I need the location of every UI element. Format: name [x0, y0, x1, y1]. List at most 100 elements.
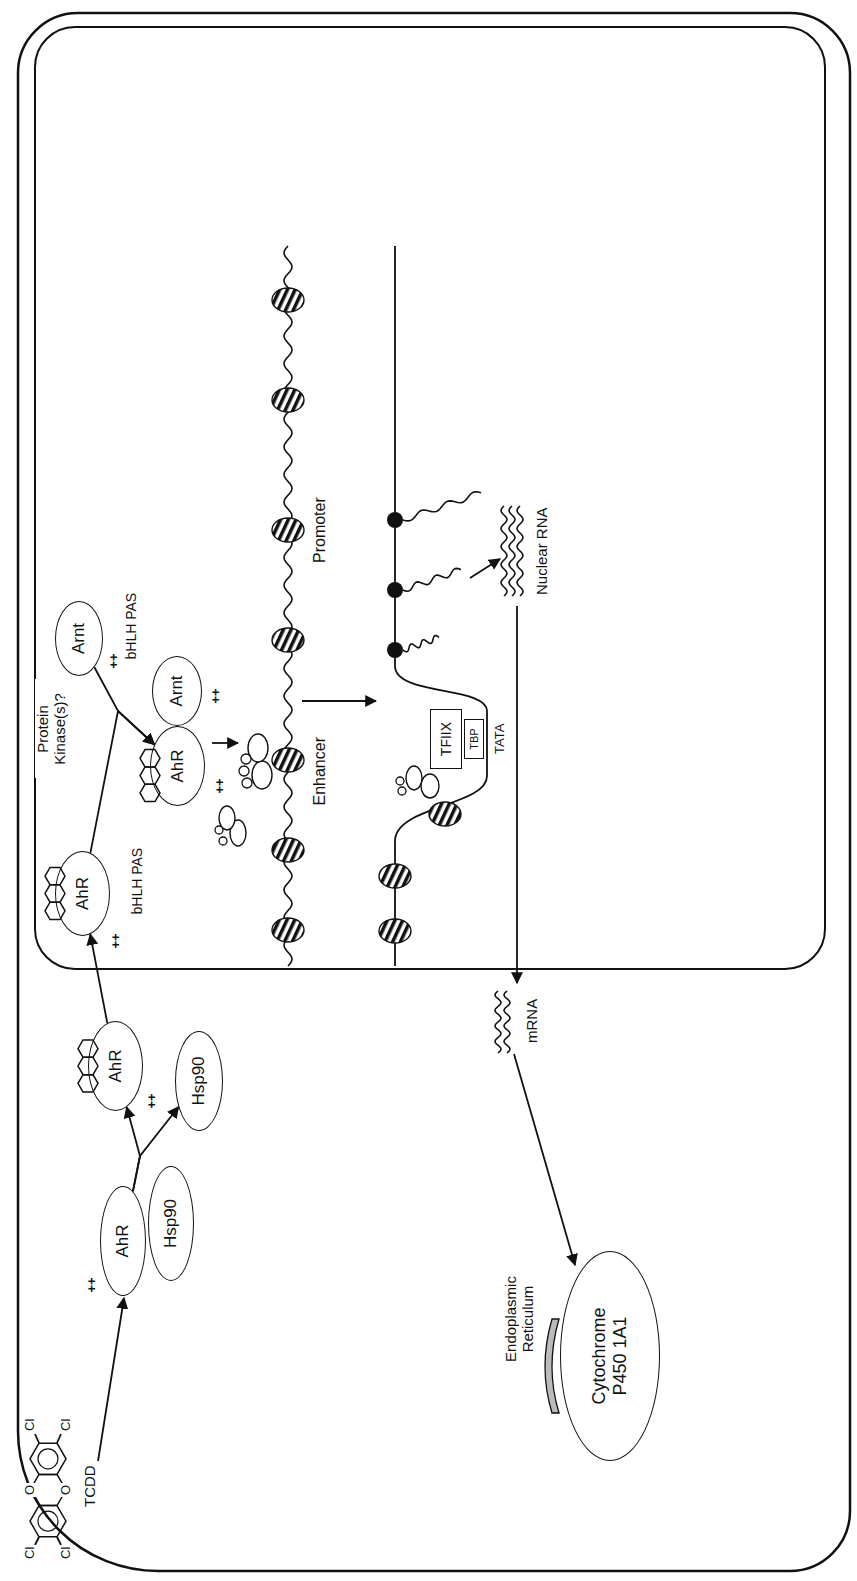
arrow-line: [470, 559, 500, 578]
connector-arrow: [127, 1107, 140, 1191]
er-membrane: [545, 1319, 559, 1413]
dna-strand: [395, 246, 487, 966]
connector-arrow: [133, 1107, 179, 1191]
protein-bead: [242, 778, 252, 788]
region-label: Enhancer: [311, 735, 329, 808]
node-text: AhR: [73, 877, 93, 910]
charge-mark: ++: [145, 1091, 160, 1110]
protein-blob: [421, 774, 439, 798]
rna-strand: [403, 492, 481, 521]
chaperone-oval: Hsp90: [175, 1031, 223, 1131]
rna-strand: [509, 506, 515, 596]
text-stack: Arnt: [69, 623, 89, 654]
nucleosome: [272, 628, 304, 652]
text-stack: TFIIX: [438, 722, 454, 756]
cell-membrane: [18, 13, 850, 1571]
nucleosome: [272, 288, 304, 312]
protein-blob: [252, 761, 272, 789]
atom-label: Cl: [59, 1417, 74, 1433]
rna-strand: [504, 991, 510, 1053]
node-text: Cytochrome P450 1A1: [589, 1296, 630, 1416]
protein-blob: [406, 766, 422, 790]
polymerase-dot: [387, 642, 403, 658]
ligand-ring: [140, 784, 160, 801]
text-stack: Hsp90: [189, 1056, 209, 1105]
organelle-label: Endoplasmic Reticulum: [503, 1262, 537, 1376]
node-text: AhR: [106, 1049, 126, 1082]
rna-strand: [495, 991, 501, 1053]
charge-mark: ++: [109, 931, 124, 950]
partner-oval: Arnt: [152, 656, 202, 726]
receptor-oval: AhR: [88, 1021, 143, 1111]
text-stack: TBP: [468, 728, 481, 749]
text-stack: AhR: [113, 1224, 133, 1257]
charge-mark: ++: [213, 776, 228, 795]
rna-strand: [403, 636, 439, 652]
rna-strand: [517, 506, 523, 596]
rna-label: Nuclear RNA: [534, 505, 551, 597]
protein-bead: [219, 837, 227, 845]
atom-label: Cl: [59, 1545, 74, 1561]
receptor-oval: AhR: [150, 726, 205, 806]
node-text: Arnt: [167, 675, 187, 706]
nucleosome: [272, 838, 304, 862]
arrow-line: [212, 742, 238, 744]
region-label: Promoter: [311, 495, 329, 565]
charge-mark: ++: [85, 1275, 100, 1294]
node-text: AhR: [113, 1224, 133, 1257]
bond-line: [35, 1434, 39, 1443]
partner-oval: Arnt: [55, 601, 103, 676]
nucleosome: [272, 518, 304, 542]
aromatic-circle: [38, 1511, 58, 1531]
text-stack: AhR: [168, 749, 188, 782]
atom-label: Cl: [23, 1545, 38, 1561]
atom-label: Cl: [23, 1417, 38, 1433]
node-text: Arnt: [69, 623, 89, 654]
arrow-line: [302, 700, 376, 702]
domain-label: bHLH PAS: [130, 846, 146, 917]
chaperone-oval: Hsp90: [148, 1166, 194, 1281]
rna-label: mRNA: [524, 997, 541, 1045]
domain-label: bHLH PAS: [124, 591, 140, 662]
aromatic-circle: [38, 1449, 58, 1469]
compound-label: TCDD: [82, 1463, 99, 1509]
factor-box: TFIIX: [430, 709, 462, 769]
enzyme-oval: Cytochrome P450 1A1: [560, 1251, 660, 1461]
enzyme-label: Protein Kinase(s)?: [35, 680, 69, 779]
connector-arrow: [94, 667, 154, 744]
nuclear-envelope: [35, 27, 825, 969]
protein-bead: [398, 787, 406, 795]
protein-bead: [241, 754, 251, 764]
nucleosome: [379, 919, 411, 943]
node-text: AhR: [168, 749, 188, 782]
node-text: TBP: [468, 728, 481, 749]
connector-arrow: [90, 934, 107, 1023]
text-stack: Arnt: [167, 675, 187, 706]
atom-label: O: [23, 1483, 38, 1497]
export-arrow: [516, 606, 518, 983]
binding-arrow: [98, 1298, 124, 1461]
atom-label: O: [59, 1483, 74, 1497]
translation-arrow: [514, 1054, 575, 1265]
connector-arrow: [90, 711, 154, 853]
bond-line: [57, 1434, 61, 1443]
protein-bead: [396, 777, 404, 785]
factor-box: TBP: [464, 719, 484, 759]
benzene-ring: [30, 1506, 66, 1537]
polymerase-dot: [387, 582, 403, 598]
region-label: TATA: [493, 722, 508, 756]
text-stack: Hsp90: [161, 1199, 181, 1248]
charge-mark: ++: [107, 651, 122, 670]
benzene-ring: [30, 1443, 66, 1474]
protein-bead: [215, 826, 223, 834]
rna-strand: [403, 568, 461, 591]
polymerase-dot: [387, 512, 403, 528]
nucleosome: [429, 802, 461, 826]
node-text: Hsp90: [189, 1056, 209, 1105]
protein-bead: [239, 766, 249, 776]
charge-mark: ++: [209, 686, 224, 705]
text-stack: AhR: [106, 1049, 126, 1082]
rna-strand: [501, 506, 507, 596]
